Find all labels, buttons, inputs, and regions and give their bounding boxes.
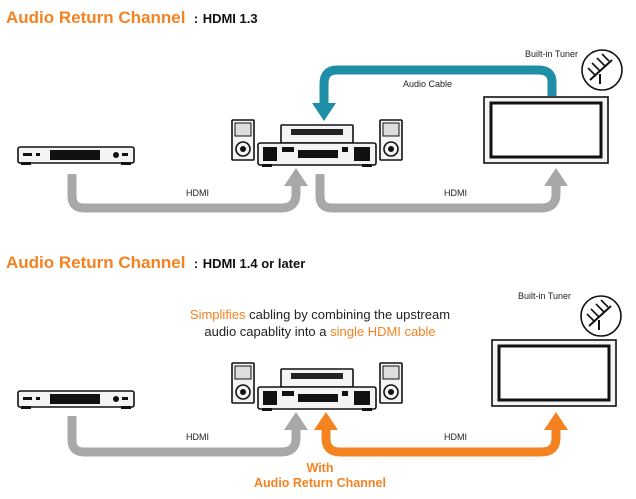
section2-version: HDMI 1.4 or later [202,256,306,271]
section1-title: Audio Return Channel [6,8,186,27]
section1-hdmi-left-label: HDMI [186,188,209,198]
section2-hdmi-left-label: HDMI [186,432,209,442]
section2-heading: Audio Return Channel : HDMI 1.4 or later [6,253,305,273]
section2-tuner-label: Built-in Tuner [518,291,572,301]
section2-title: Audio Return Channel [6,253,186,272]
section1-hdmi-right-label: HDMI [444,188,467,198]
arc-caption-line2: Audio Return Channel [254,476,386,490]
arc-description: Simplifies cabling by combining the upst… [140,306,500,340]
note-text-2: audio capablity into a [204,324,331,339]
tv-device [490,338,618,408]
audio-cable-arrowhead-icon [312,103,336,121]
hdmi-arrowhead-icon [544,168,568,186]
section1-version: HDMI 1.3 [202,11,258,26]
hdmi-arrowhead-icon [284,412,308,430]
note-highlight-simplifies: Simplifies [189,307,246,322]
source-player-device [17,146,135,166]
section2-hdmi-right-label: HDMI [444,432,467,442]
source-player-device [17,390,135,410]
av-receiver [257,386,377,412]
tv-device [482,95,610,165]
speaker-left [231,362,255,404]
hdmi-arc-cable-arrow [321,428,561,457]
section2-separator: : [193,256,199,271]
antenna-icon [580,295,622,337]
speaker-right [379,362,403,404]
arc-caption: With Audio Return Channel [210,461,430,491]
hdmi-cable-arrow-player-to-receiver [67,416,301,457]
antenna-icon [581,49,623,91]
arc-arrowhead-icon [314,412,338,430]
av-receiver-top [280,368,354,388]
section1-separator: : [193,11,199,26]
hdmi-arrowhead-icon [284,168,308,186]
section1-tuner-label: Built-in Tuner [525,49,579,59]
av-receiver [257,142,377,168]
speaker-right [379,119,403,161]
audio-cable-arrow [319,65,557,104]
speaker-left [231,119,255,161]
audio-cable-label: Audio Cable [403,79,453,89]
arc-caption-line1: With [306,461,334,475]
av-receiver-top [280,124,354,144]
hdmi-cable-arrow-player-to-receiver [67,174,301,213]
arc-arrowhead-icon [544,412,568,430]
section1-heading: Audio Return Channel : HDMI 1.3 [6,8,258,28]
note-highlight-single-hdmi: single HDMI cable [330,324,436,339]
hdmi-cable-arrow-receiver-to-tv [315,174,561,213]
note-text-1: cabling by combining the upstream [245,307,451,322]
